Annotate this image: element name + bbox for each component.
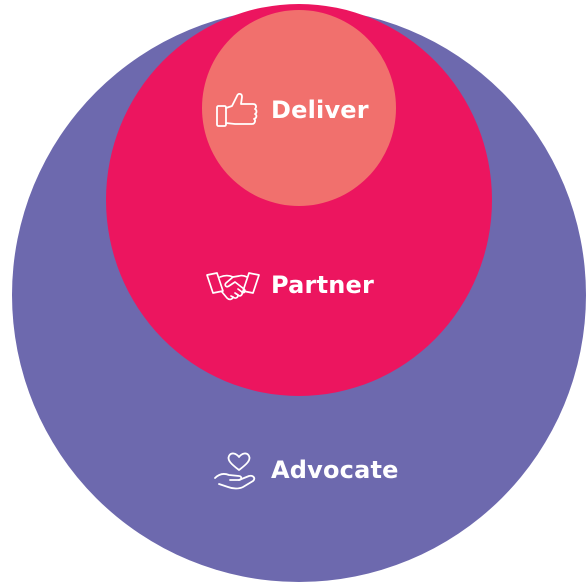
thumbs-up-icon bbox=[215, 90, 261, 130]
heart-hand-icon bbox=[213, 450, 261, 490]
advocate-label: Advocate bbox=[213, 450, 399, 490]
advocate-label-text: Advocate bbox=[271, 456, 399, 484]
partner-label-text: Partner bbox=[271, 271, 375, 299]
partner-label: Partner bbox=[205, 267, 374, 303]
handshake-icon bbox=[205, 267, 261, 303]
deliver-label-text: Deliver bbox=[271, 96, 369, 124]
deliver-label: Deliver bbox=[215, 90, 369, 130]
deliver-circle bbox=[202, 10, 396, 206]
